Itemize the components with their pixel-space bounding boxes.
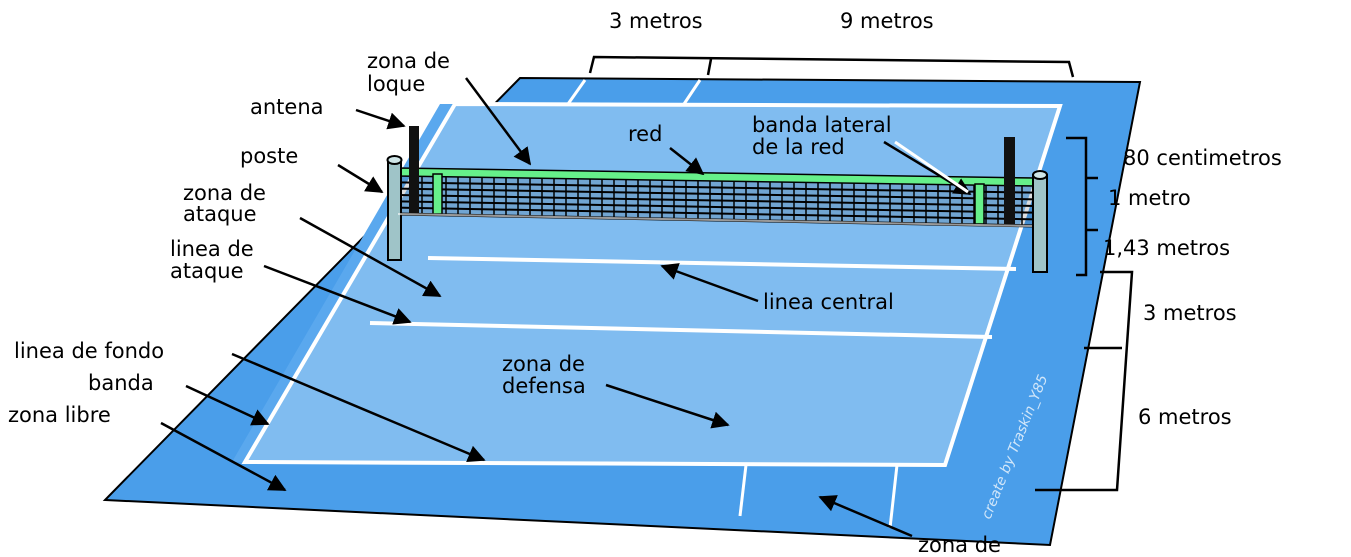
antenna-left — [409, 126, 419, 214]
serve-zone-mark-bottom-right — [888, 464, 899, 529]
label-linea-central: linea central — [763, 290, 894, 314]
dim-post-height: 1,43 metros — [1103, 236, 1230, 260]
net-side-band-left — [432, 173, 443, 215]
label-zona-ataque-1: zona de — [183, 181, 266, 205]
label-zona-saque: zona de — [918, 533, 1001, 557]
label-zona-bloqueo-2: loque — [367, 72, 425, 96]
label-antena: antena — [250, 95, 324, 119]
dim-top-3: 3 metros — [609, 9, 703, 33]
serve-zone-mark-top-left — [566, 79, 587, 105]
serve-zone-mark-top-right — [682, 79, 702, 105]
serve-zone-mark-bottom-left — [738, 464, 748, 517]
antenna-right — [1004, 137, 1015, 225]
label-banda: banda — [88, 371, 154, 395]
post-right-cap — [1032, 170, 1048, 180]
label-red: red — [628, 122, 662, 146]
label-linea-fondo: linea de fondo — [14, 339, 164, 363]
net-side-band-right — [974, 183, 985, 225]
label-linea-ataque-1: linea de — [170, 237, 254, 261]
label-banda-lateral-2: de la red — [752, 135, 845, 159]
dim-side-6: 6 metros — [1138, 405, 1232, 429]
post-left-cap — [386, 155, 403, 165]
label-zona-defensa-1: zona de — [502, 352, 585, 376]
post-left — [387, 159, 402, 261]
label-banda-lateral-1: banda lateral — [752, 113, 892, 137]
attack-line-far — [427, 256, 1017, 271]
label-linea-ataque-2: ataque — [170, 259, 244, 283]
playing-court — [245, 104, 1060, 465]
attack-line-near — [369, 321, 993, 339]
label-zona-libre: zona libre — [8, 403, 111, 427]
label-poste: poste — [240, 144, 298, 168]
side-band-arrow — [894, 140, 969, 194]
label-zona-bloqueo-1: zona de — [367, 49, 450, 73]
court-lines — [241, 101, 1063, 468]
post-right — [1032, 174, 1048, 273]
dim-net-height: 1 metro — [1108, 186, 1191, 210]
label-zona-ataque-2: ataque — [183, 202, 257, 226]
dim-top-9: 9 metros — [840, 9, 934, 33]
dim-side-3: 3 metros — [1143, 301, 1237, 325]
center-line — [397, 213, 1033, 227]
dimension-brackets — [588, 55, 1134, 492]
label-zona-defensa-2: defensa — [502, 374, 586, 398]
label-arrows — [160, 77, 972, 538]
dim-antena-height: 80 centimetros — [1123, 146, 1282, 170]
